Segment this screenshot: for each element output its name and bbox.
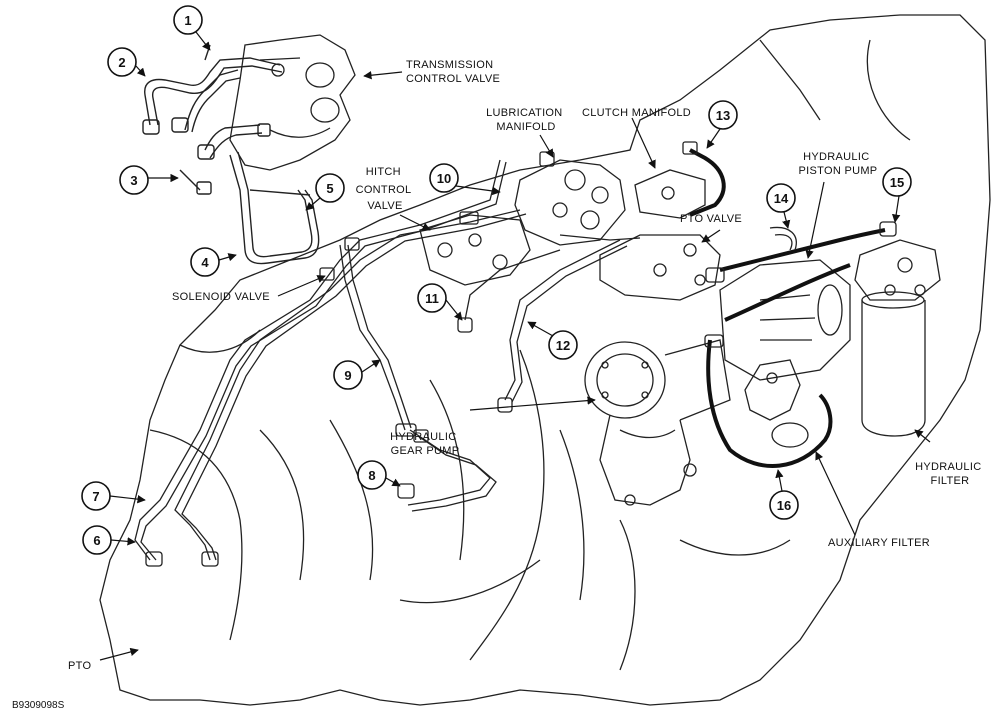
callout-14: 14 bbox=[774, 191, 789, 206]
callout-12: 12 bbox=[556, 338, 570, 353]
label-hydraulic-piston-pump: HYDRAULIC PISTON PUMP bbox=[799, 151, 878, 177]
callout-8: 8 bbox=[368, 468, 375, 483]
hydraulic-filter bbox=[854, 239, 941, 437]
callout-1: 1 bbox=[184, 13, 191, 28]
hitch-control-valve bbox=[419, 211, 531, 286]
component-labels: TRANSMISSION CONTROL VALVE LUBRICATION M… bbox=[68, 59, 985, 672]
callout-leaders bbox=[109, 31, 901, 546]
label-transmission-control-valve: TRANSMISSION CONTROL VALVE bbox=[406, 59, 500, 85]
callout-2: 2 bbox=[118, 55, 125, 70]
engine-housing-outline bbox=[99, 14, 991, 706]
callout-7: 7 bbox=[92, 489, 99, 504]
callout-3: 3 bbox=[130, 173, 137, 188]
callout-circles bbox=[81, 5, 912, 555]
callout-numbers: 1 2 3 4 5 6 7 8 9 10 11 12 13 14 15 16 bbox=[92, 13, 904, 548]
label-pto-valve: PTO VALVE bbox=[680, 213, 742, 225]
label-hitch-control-valve: HITCH CONTROL VALVE bbox=[356, 166, 415, 212]
auxiliary-filter bbox=[744, 359, 809, 448]
label-pto: PTO bbox=[68, 660, 91, 672]
hydraulic-lines-top-left bbox=[142, 44, 320, 265]
callout-11: 11 bbox=[425, 291, 439, 306]
hose-13 bbox=[689, 148, 726, 217]
label-hydraulic-filter: HYDRAULIC FILTER bbox=[915, 461, 985, 487]
label-solenoid-valve: SOLENOID VALVE bbox=[172, 291, 270, 303]
callout-9: 9 bbox=[344, 368, 351, 383]
callout-10: 10 bbox=[437, 171, 451, 186]
callout-4: 4 bbox=[201, 255, 209, 270]
label-clutch-manifold: CLUTCH MANIFOLD bbox=[582, 107, 691, 119]
clutch-manifold bbox=[634, 169, 706, 219]
label-auxiliary-filter: AUXILIARY FILTER bbox=[828, 537, 930, 549]
label-lubrication-manifold: LUBRICATION MANIFOLD bbox=[486, 107, 566, 133]
pressure-hoses bbox=[706, 228, 886, 468]
line-fittings bbox=[145, 237, 513, 567]
component-leaders bbox=[99, 71, 931, 661]
lubrication-manifold bbox=[514, 151, 626, 246]
long-hydraulic-lines bbox=[134, 159, 641, 561]
callout-13: 13 bbox=[716, 108, 730, 123]
hose-fittings bbox=[704, 221, 897, 348]
callout-5: 5 bbox=[326, 181, 333, 196]
hydraulic-gear-pump bbox=[584, 339, 731, 506]
pto-valve bbox=[599, 234, 721, 301]
figure-code: B9309098S bbox=[12, 700, 65, 711]
hydraulic-piston-pump bbox=[719, 259, 851, 381]
label-hydraulic-gear-pump: HYDRAULIC GEAR PUMP bbox=[390, 431, 460, 457]
transmission-control-valve bbox=[229, 34, 356, 171]
callout-6: 6 bbox=[93, 533, 100, 548]
callout-15: 15 bbox=[890, 175, 904, 190]
callout-16: 16 bbox=[777, 498, 791, 513]
